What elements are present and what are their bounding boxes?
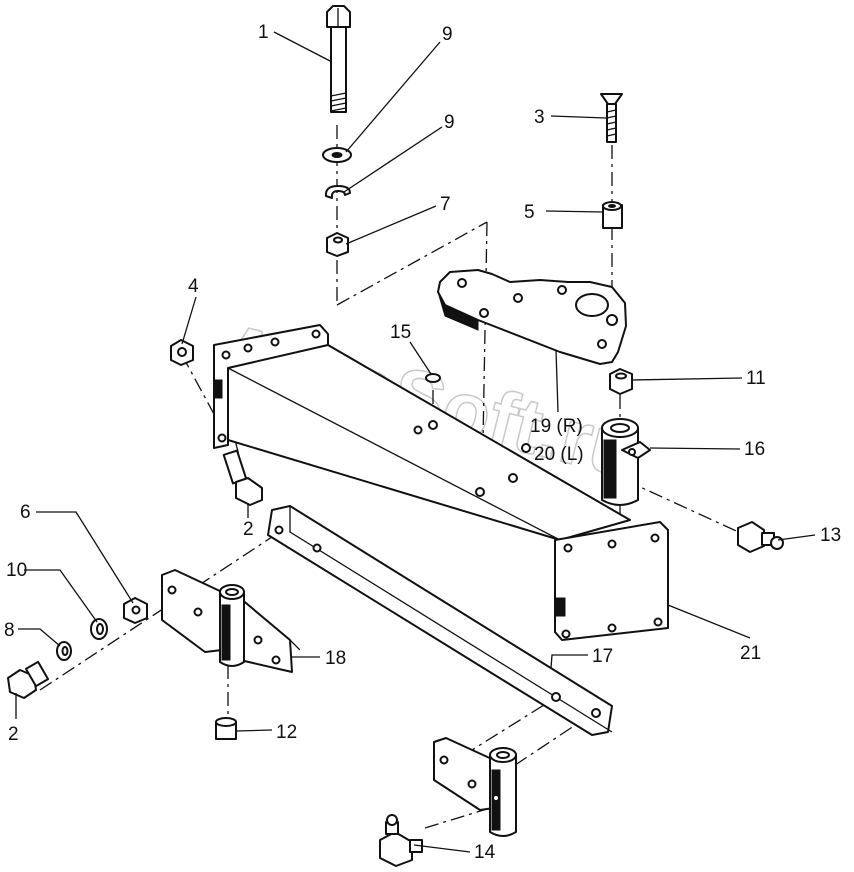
nut-12	[215, 717, 237, 740]
pivot-sleeve-16	[601, 418, 651, 506]
nut-6	[123, 597, 148, 624]
callout-1: 1	[258, 22, 269, 43]
callout-12: 12	[276, 722, 297, 743]
spring-washer-9	[324, 185, 351, 199]
callout-18: 18	[325, 648, 346, 669]
cross-bar-17	[267, 505, 613, 736]
lower-bracket	[433, 737, 517, 837]
flat-washer-9	[322, 147, 352, 163]
bolt-2-lower	[7, 660, 50, 699]
bolt-2-upper	[222, 449, 263, 506]
hinge-18	[161, 569, 293, 673]
callout-10: 10	[6, 560, 27, 581]
spring-washer-10	[90, 618, 108, 640]
callout-19: 19 (R)	[530, 416, 583, 437]
callout-2-upper: 2	[243, 519, 254, 540]
flat-washer-8	[56, 641, 72, 661]
mounting-plate-19-20	[437, 269, 627, 365]
grease-fitting-14	[379, 814, 423, 867]
callout-9b: 9	[444, 112, 455, 133]
callout-8: 8	[4, 620, 15, 641]
callout-6: 6	[20, 502, 31, 523]
callout-5: 5	[524, 202, 535, 223]
callout-4: 4	[188, 276, 199, 297]
callout-20: 20 (L)	[534, 444, 584, 465]
callout-2-lower: 2	[8, 724, 19, 745]
nut-7	[326, 232, 349, 257]
nut-11	[609, 368, 633, 395]
callout-15: 15	[390, 322, 411, 343]
callout-11: 11	[746, 368, 766, 389]
callout-14: 14	[474, 842, 496, 863]
leader-lines	[15, 31, 816, 853]
bolt-1	[326, 5, 351, 113]
callout-3: 3	[534, 107, 545, 128]
nut-4	[170, 339, 194, 366]
grease-fitting-13	[737, 521, 784, 553]
screw-3	[600, 93, 623, 143]
beam-assembly-21	[213, 324, 669, 641]
callout-17: 17	[592, 646, 613, 667]
nut-5	[602, 201, 623, 229]
callout-16: 16	[744, 439, 765, 460]
callouts: 1 9 9 7 3 5 4 15 11 19 (R) 20 (L) 16 13 …	[4, 22, 841, 863]
callout-13: 13	[820, 525, 841, 546]
washer-15	[425, 373, 441, 383]
callout-21: 21	[740, 643, 761, 664]
callout-7: 7	[440, 194, 451, 215]
callout-9a: 9	[442, 24, 453, 45]
